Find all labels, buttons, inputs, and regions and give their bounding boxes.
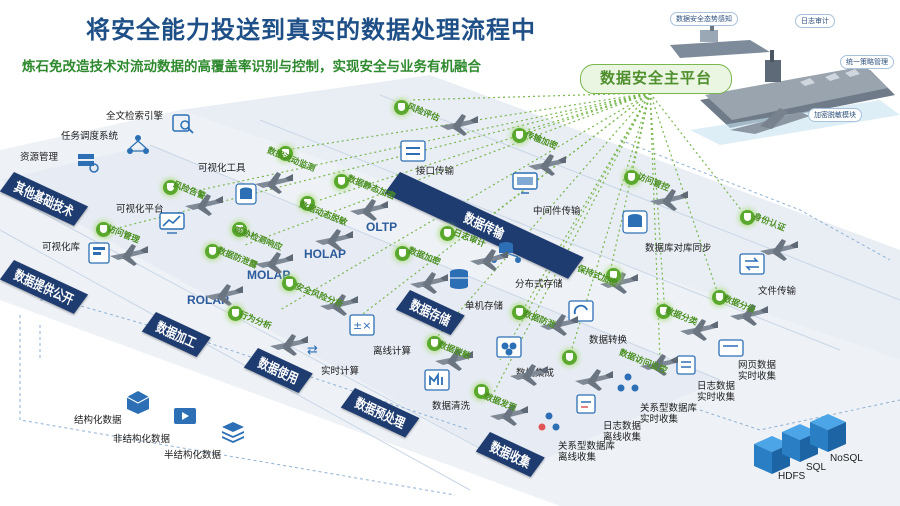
module-vis-library: 可视化库 [42, 242, 81, 253]
shield-icon [394, 100, 409, 115]
ship-label-situation: 数据安全态势感知 [670, 12, 738, 26]
semi-structured-data-icon [222, 422, 244, 443]
olap-oltp: OLTP [366, 220, 398, 234]
search-icon [172, 114, 194, 134]
convert-icon [568, 300, 594, 322]
page-title: 将安全能力投送到真实的数据处理流程中 [86, 17, 536, 44]
shield-icon [474, 384, 489, 399]
database-cluster-icon [754, 414, 846, 474]
db-nosql-label: NoSQL [830, 453, 863, 464]
module-structured-data: 结构化数据 [74, 415, 122, 426]
page-subtitle: 炼石免改造技术对流动数据的高覆盖率识别与控制，实现安全与业务有机融合 [22, 59, 481, 74]
database-sync-icon [622, 210, 648, 234]
module-search-engine: 全文检索引擎 [106, 111, 164, 122]
module-vis-tool: 可视化工具 [198, 163, 246, 174]
module-reldb-off-collect: 关系型数据库 离线收集 [558, 441, 616, 463]
shield-icon [562, 350, 577, 365]
module-log-off-collect: 日志数据 离线收集 [603, 421, 642, 443]
module-realtime-compute: 实时计算 [321, 366, 360, 377]
web-collect-icon [718, 339, 744, 357]
shield-icon [427, 336, 442, 351]
shield-icon [282, 276, 297, 291]
module-log-rt-collect: 日志数据 实时收集 [697, 381, 736, 403]
module-semi-structured-data: 半结构化数据 [164, 450, 222, 461]
db-sql-label: SQL [806, 462, 827, 473]
module-unstructured-data: 非结构化数据 [113, 434, 171, 445]
unstructured-data-icon [174, 408, 196, 424]
module-db-sync: 数据库对库同步 [645, 243, 712, 254]
module-middleware-transfer: 中间件传输 [533, 206, 581, 217]
network-icon [127, 135, 149, 154]
svg-text:⇄: ⇄ [307, 343, 318, 358]
interface-icon [400, 140, 426, 162]
reldb-off-collect-icon [538, 412, 560, 431]
shield-icon [228, 306, 243, 321]
log-off-collect-icon [576, 394, 596, 414]
ship-label-encryption: 加密脱敏模块 [808, 108, 862, 122]
module-data-convert: 数据转换 [589, 335, 628, 346]
module-resource-management: 资源管理 [20, 152, 59, 163]
shield-icon [712, 290, 727, 305]
shield-icon [656, 304, 671, 319]
shield-icon [278, 146, 293, 161]
chart-monitor-icon [159, 212, 185, 234]
olap-rolap: ROLAP [187, 293, 229, 307]
shield-icon [334, 174, 349, 189]
shield-icon [740, 210, 755, 225]
clean-icon [424, 369, 450, 391]
realtime-compute-icon: ⇄ [307, 343, 318, 358]
module-vis-platform: 可视化平台 [116, 204, 164, 215]
svg-text:±×: ±× [353, 319, 371, 332]
data-security-platform: 数据安全主平台 [580, 64, 732, 94]
module-offline-compute: 离线计算 [373, 346, 412, 357]
module-web-collect: 网页数据 实时收集 [738, 360, 777, 382]
shield-icon [606, 268, 621, 283]
shield-icon [205, 244, 220, 259]
shield-icon [232, 222, 247, 237]
shield-icon [440, 226, 455, 241]
module-single-storage: 单机存储 [465, 301, 504, 312]
structured-data-icon [126, 391, 150, 414]
shield-icon [512, 305, 527, 320]
library-icon [88, 242, 110, 264]
shield-icon [163, 180, 178, 195]
module-reldb-rt-collect: 关系型数据库 实时收集 [640, 403, 698, 425]
olap-holap: HOLAP [304, 247, 346, 261]
monitor-icon [512, 172, 538, 194]
file-transfer-icon [739, 253, 765, 275]
single-storage-icon [450, 269, 468, 289]
module-task-scheduler: 任务调度系统 [61, 131, 119, 142]
reldb-rt-collect-icon [617, 373, 639, 392]
integrate-icon [496, 336, 522, 358]
log-rt-collect-icon [676, 355, 696, 375]
distributed-storage-icon [491, 242, 521, 263]
shield-icon [624, 170, 639, 185]
shield-icon [300, 196, 315, 211]
module-distributed-storage: 分布式存储 [515, 279, 563, 290]
module-interface-transfer: 接口传输 [416, 166, 455, 177]
offline-compute-icon: ±× [349, 314, 375, 336]
shield-icon [395, 246, 410, 261]
shield-icon [96, 222, 111, 237]
module-data-integrate: 数据集成 [516, 368, 555, 379]
module-data-clean: 数据清洗 [432, 401, 471, 412]
ship-label-log-audit: 日志审计 [795, 14, 835, 28]
shield-icon [512, 128, 527, 143]
module-file-transfer: 文件传输 [758, 286, 797, 297]
db-hdfs-label: HDFS [778, 471, 806, 482]
database-icon [235, 183, 257, 205]
ship-label-policy: 统一策略管理 [840, 55, 894, 69]
server-gear-icon [78, 154, 99, 173]
